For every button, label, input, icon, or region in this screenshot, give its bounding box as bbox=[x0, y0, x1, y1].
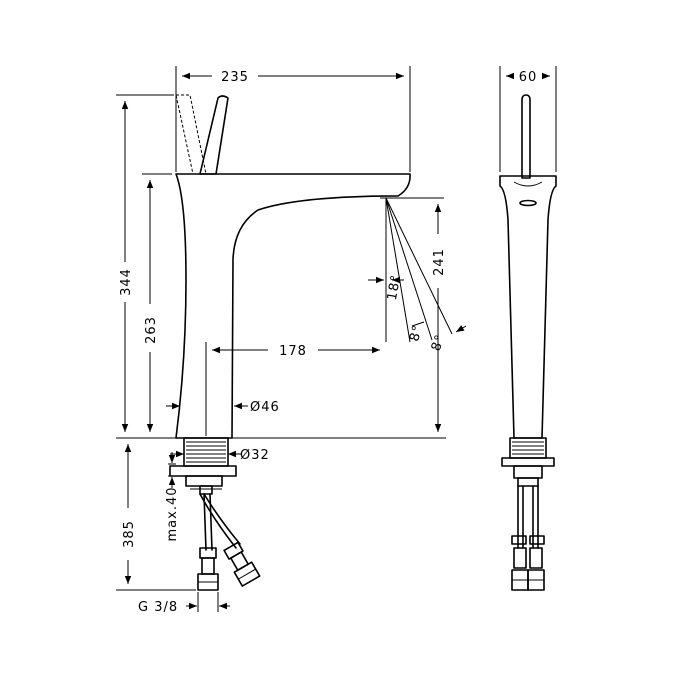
dim-width-total: 235 bbox=[221, 70, 249, 85]
dim-hole-diameter: Ø32 bbox=[240, 448, 270, 463]
dim-connection-thread: G 3/8 bbox=[138, 600, 178, 615]
faucet-body bbox=[175, 173, 411, 439]
dim-spray-angle-1: 18° bbox=[385, 273, 404, 301]
dim-depth: 60 bbox=[519, 70, 538, 85]
threaded-shank bbox=[183, 437, 229, 467]
lever-open-position bbox=[175, 94, 207, 175]
front-faucet-body bbox=[499, 175, 557, 439]
spray-lines bbox=[380, 197, 453, 343]
supply-hoses bbox=[197, 493, 261, 591]
mounting-nut bbox=[169, 465, 237, 495]
dim-spray-angle-2: 8° bbox=[407, 323, 426, 343]
front-lever-rod bbox=[521, 94, 531, 179]
front-aerator bbox=[519, 199, 537, 207]
dimension-lines: 235 344 263 241 178 18° 8° 8° bbox=[116, 66, 467, 615]
side-view bbox=[169, 94, 453, 591]
dim-max-deck: max.40 bbox=[165, 487, 180, 542]
front-view: 60 bbox=[499, 66, 557, 591]
dim-spray-angle-3: 8° bbox=[429, 332, 449, 353]
dim-spout-height: 263 bbox=[144, 316, 159, 344]
dim-spout-reach: 178 bbox=[279, 344, 307, 359]
lever-handle bbox=[199, 95, 229, 175]
dim-body-diameter: Ø46 bbox=[250, 400, 280, 415]
dim-height-total: 344 bbox=[119, 268, 134, 296]
dim-spray-height: 241 bbox=[432, 248, 447, 276]
dim-hose-length: 385 bbox=[122, 520, 137, 548]
